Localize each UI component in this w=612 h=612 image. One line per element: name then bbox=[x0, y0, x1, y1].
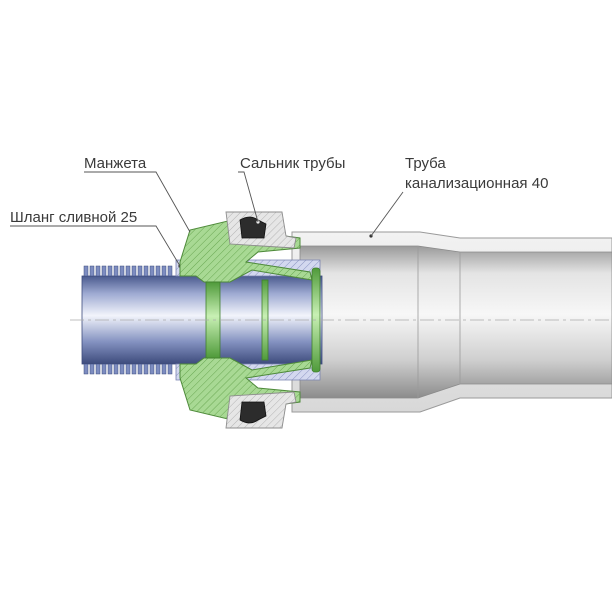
cuff-label: Манжета bbox=[84, 155, 147, 172]
drain-hose-corrugation-bottom bbox=[83, 363, 173, 375]
sewer-pipe bbox=[291, 231, 612, 413]
corrugation-rib bbox=[89, 265, 95, 277]
corrugation-rib bbox=[107, 363, 113, 375]
corrugation-rib bbox=[101, 363, 107, 375]
corrugation-rib bbox=[125, 265, 131, 277]
corrugation-rib bbox=[143, 363, 149, 375]
corrugation-rib bbox=[95, 363, 101, 375]
corrugation-rib bbox=[149, 363, 155, 375]
corrugation-rib bbox=[107, 265, 113, 277]
pipe-seal bbox=[225, 211, 297, 429]
sewer-pipe-label-line1: Труба bbox=[405, 155, 446, 172]
corrugation-rib bbox=[131, 363, 137, 375]
sewer-pipe-bore bbox=[299, 245, 612, 399]
hose-leader-line bbox=[10, 225, 181, 267]
pipe-seal-leader-line bbox=[238, 171, 259, 223]
corrugation-rib bbox=[83, 265, 89, 277]
corrugation-rib bbox=[137, 265, 143, 277]
hose-label: Шланг сливной 25 bbox=[10, 209, 137, 226]
corrugation-rib bbox=[155, 265, 161, 277]
corrugation-rib bbox=[125, 363, 131, 375]
corrugation-rib bbox=[101, 265, 107, 277]
corrugation-rib bbox=[131, 265, 137, 277]
pipe-seal-label: Сальник трубы bbox=[240, 155, 345, 172]
corrugation-rib bbox=[167, 265, 173, 277]
sewer-pipe-leader-line bbox=[370, 191, 404, 237]
cuff-leader-line bbox=[84, 171, 191, 233]
corrugation-rib bbox=[95, 265, 101, 277]
drain-hose-corrugation-top bbox=[83, 265, 173, 277]
corrugation-rib bbox=[143, 265, 149, 277]
corrugation-rib bbox=[167, 363, 173, 375]
corrugation-rib bbox=[161, 363, 167, 375]
corrugation-rib bbox=[119, 363, 125, 375]
corrugation-rib bbox=[119, 265, 125, 277]
corrugation-rib bbox=[83, 363, 89, 375]
corrugation-rib bbox=[149, 265, 155, 277]
sewer-pipe-label-line2: канализационная 40 bbox=[405, 175, 548, 192]
corrugation-rib bbox=[113, 363, 119, 375]
corrugation-rib bbox=[155, 363, 161, 375]
corrugation-rib bbox=[137, 363, 143, 375]
corrugation-rib bbox=[161, 265, 167, 277]
corrugation-rib bbox=[113, 265, 119, 277]
corrugation-rib bbox=[89, 363, 95, 375]
pipe-seal-gasket-bottom bbox=[239, 401, 267, 424]
